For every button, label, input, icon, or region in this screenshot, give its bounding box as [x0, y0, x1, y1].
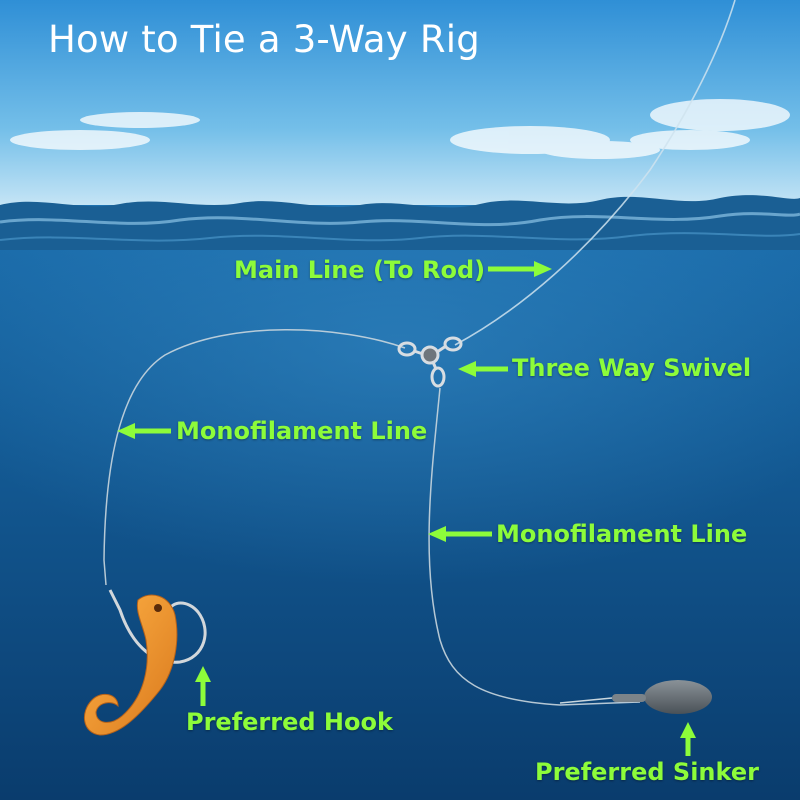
- arrow-left-icon: [117, 421, 171, 441]
- arrow-right-icon: [488, 259, 554, 279]
- page-title: How to Tie a 3-Way Rig: [48, 18, 480, 61]
- label-preferred-hook: Preferred Hook: [186, 708, 393, 736]
- arrow-up-icon: [678, 722, 698, 756]
- label-monofilament-line-right: Monofilament Line: [496, 520, 747, 548]
- label-preferred-sinker: Preferred Sinker: [535, 758, 759, 786]
- label-monofilament-line-left: Monofilament Line: [176, 417, 427, 445]
- label-main-line: Main Line (To Rod): [234, 256, 485, 284]
- arrow-left-icon: [458, 359, 508, 379]
- arrow-left-icon: [428, 524, 492, 544]
- label-three-way-swivel: Three Way Swivel: [512, 354, 751, 382]
- arrow-up-icon: [193, 666, 213, 706]
